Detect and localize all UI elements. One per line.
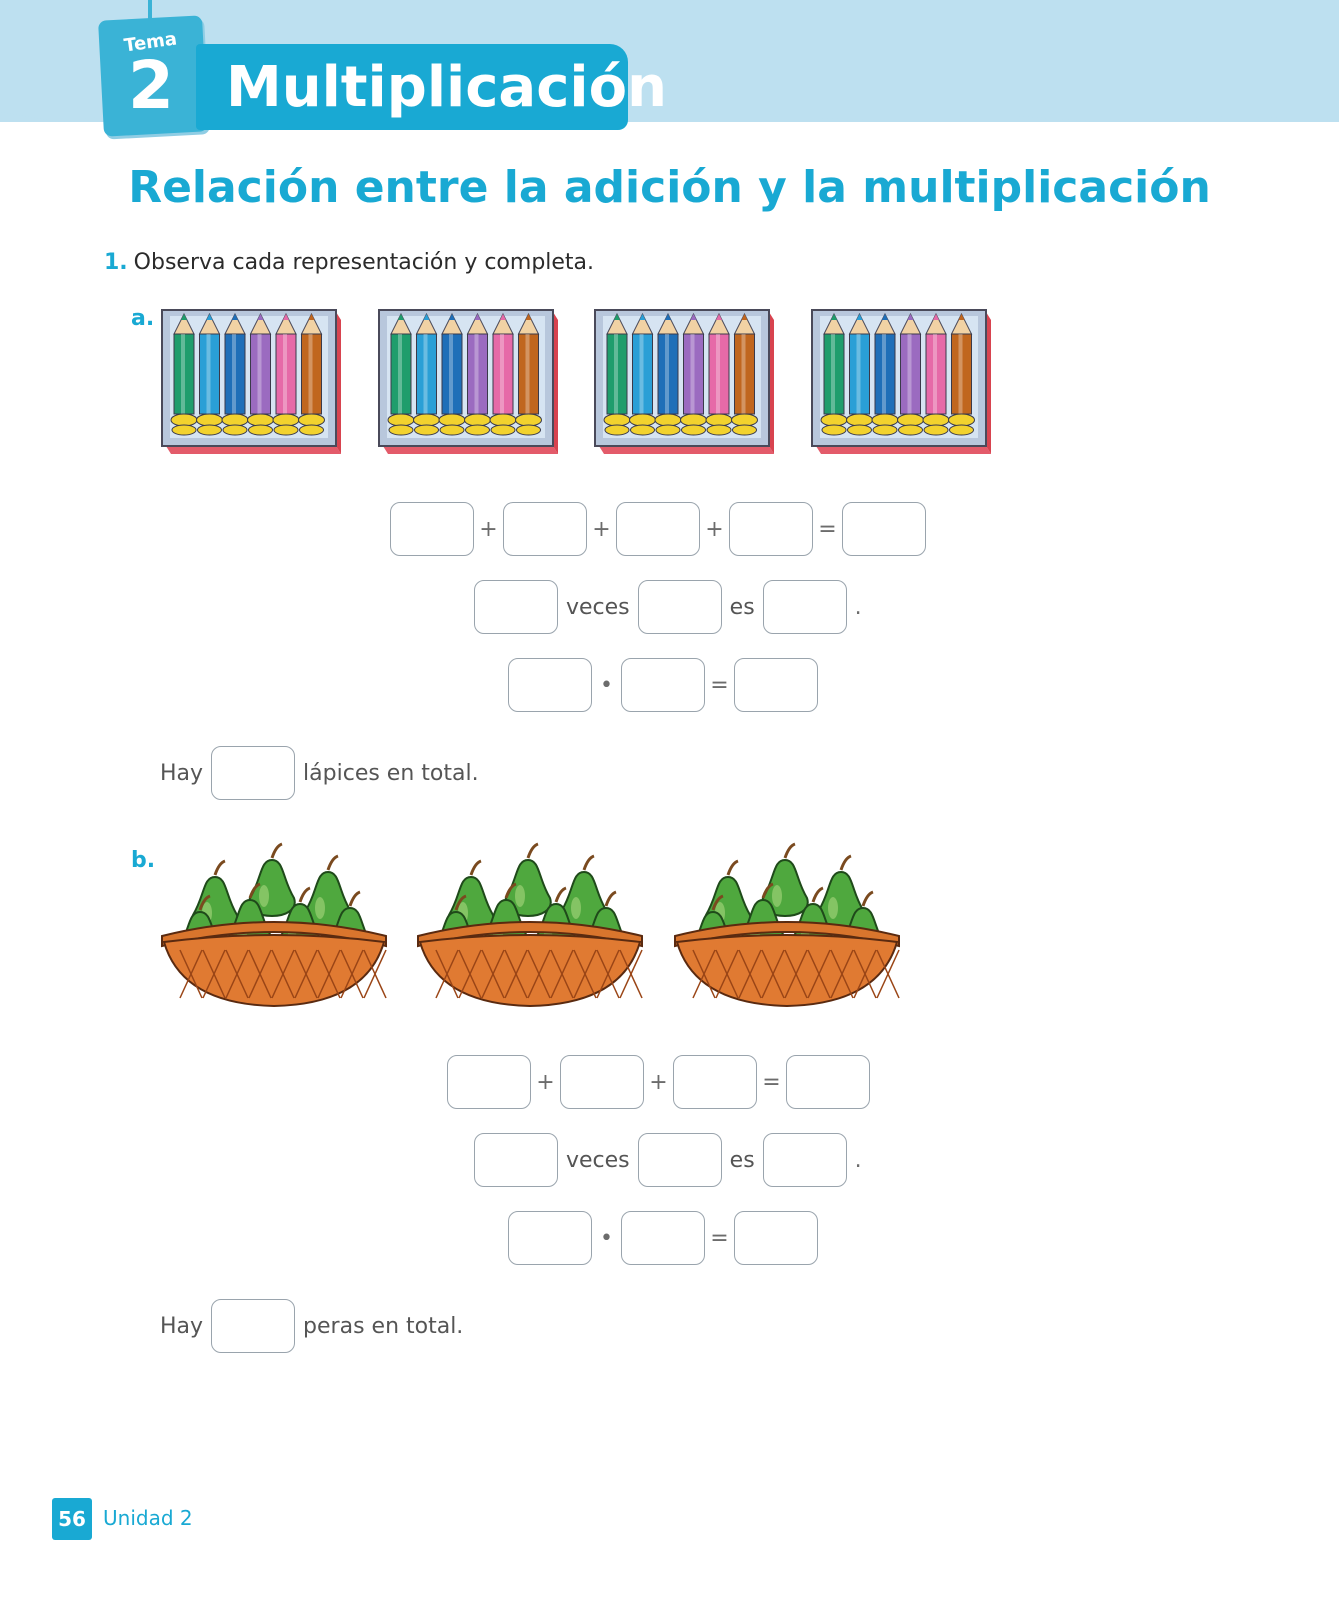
hay-word: Hay <box>160 760 204 786</box>
answer-box[interactable] <box>734 1211 818 1265</box>
plus-sign: + <box>536 1069 555 1095</box>
pear-basket-icon <box>416 838 644 1010</box>
tema-number: 2 <box>128 47 174 124</box>
pear-basket-icon <box>160 838 388 1010</box>
page-number: 56 <box>52 1498 92 1540</box>
multiplication-row-a: • = <box>508 658 818 712</box>
tema-tab-string <box>148 0 152 24</box>
pear-basket-icon <box>673 838 901 1010</box>
lesson-subtitle: Relación entre la adición y la multiplic… <box>128 162 1211 213</box>
total-row-b: Hay peras en total. <box>160 1299 463 1353</box>
answer-box[interactable] <box>447 1055 531 1109</box>
unit-label: Unidad 2 <box>103 1506 193 1530</box>
answer-box[interactable] <box>729 502 813 556</box>
pencil-box-icon <box>593 306 775 458</box>
period-mark: . <box>854 594 862 620</box>
veces-row-a: veces es . <box>474 580 862 634</box>
answer-box[interactable] <box>508 658 592 712</box>
answer-box[interactable] <box>616 502 700 556</box>
veces-word: veces <box>566 594 630 620</box>
equals-sign: = <box>710 1225 729 1251</box>
equals-sign: = <box>762 1069 781 1095</box>
page-title: Multiplicación <box>226 55 667 120</box>
answer-box[interactable] <box>673 1055 757 1109</box>
instruction: 1.Observa cada representación y completa… <box>104 250 594 275</box>
title-ribbon <box>196 44 628 130</box>
plus-sign: + <box>592 516 611 542</box>
pencil-box-icon <box>377 306 559 458</box>
answer-box[interactable] <box>503 502 587 556</box>
answer-box[interactable] <box>560 1055 644 1109</box>
hay-word: Hay <box>160 1313 204 1339</box>
answer-box[interactable] <box>762 580 847 634</box>
pencil-box-icon <box>810 306 992 458</box>
answer-box[interactable] <box>762 1133 847 1187</box>
answer-box[interactable] <box>390 502 474 556</box>
es-word: es <box>729 1147 755 1173</box>
plus-sign: + <box>705 516 724 542</box>
answer-box[interactable] <box>621 1211 705 1265</box>
veces-row-b: veces es . <box>474 1133 862 1187</box>
equals-sign: = <box>710 672 729 698</box>
total-row-a: Hay lápices en total. <box>160 746 479 800</box>
answer-box[interactable] <box>508 1211 592 1265</box>
instruction-number: 1. <box>104 250 128 275</box>
es-word: es <box>729 594 755 620</box>
answer-box[interactable] <box>734 658 818 712</box>
answer-box[interactable] <box>474 580 558 634</box>
answer-box[interactable] <box>842 502 926 556</box>
equals-sign: = <box>818 516 837 542</box>
pencil-box-icon <box>160 306 342 458</box>
answer-box[interactable] <box>621 658 705 712</box>
answer-box[interactable] <box>786 1055 870 1109</box>
addition-row-a: + + + = <box>390 502 926 556</box>
multiplication-row-b: • = <box>508 1211 818 1265</box>
total-text: peras en total. <box>303 1313 464 1339</box>
plus-sign: + <box>649 1069 668 1095</box>
answer-box[interactable] <box>474 1133 558 1187</box>
answer-box[interactable] <box>211 1299 296 1353</box>
answer-box[interactable] <box>637 1133 722 1187</box>
addition-row-b: + + = <box>447 1055 870 1109</box>
answer-box[interactable] <box>637 580 722 634</box>
section-a-label: a. <box>131 306 155 331</box>
section-b-label: b. <box>131 848 156 873</box>
times-sign: • <box>600 672 613 698</box>
times-sign: • <box>600 1225 613 1251</box>
instruction-text: Observa cada representación y completa. <box>133 250 595 275</box>
plus-sign: + <box>479 516 498 542</box>
answer-box[interactable] <box>211 746 296 800</box>
veces-word: veces <box>566 1147 630 1173</box>
period-mark: . <box>854 1147 862 1173</box>
total-text: lápices en total. <box>303 760 479 786</box>
